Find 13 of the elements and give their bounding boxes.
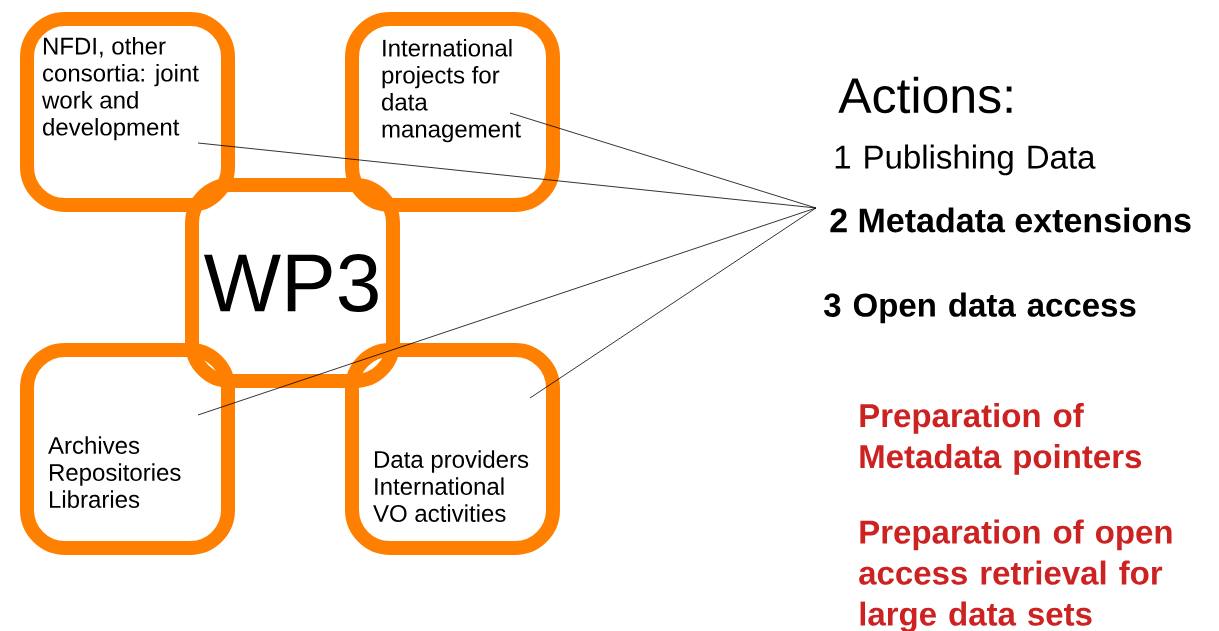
group-box: NFDI, other consortia: joint work and development [20,12,235,212]
leader-line [197,207,817,416]
action-item: 3 Open data access [823,292,1136,324]
heading: Actions: [838,76,1012,114]
group-box: International projects for data management [345,12,560,212]
leader-line [529,207,817,399]
action-item: 1 Publishing Data [835,144,1096,176]
work-package-box: WP3 [185,178,400,388]
note-text: Preparation of Metadata pointers [860,403,1142,475]
leader-line [509,112,817,209]
group-box: Data providers International VO activities [345,343,560,555]
group-box: Archives Repositories Libraries [20,343,235,555]
action-item: 2 Metadata extensions [830,207,1191,233]
